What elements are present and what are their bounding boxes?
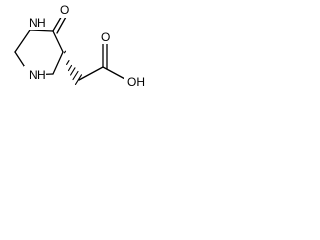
bond-c3-n4 (52, 51, 64, 75)
bond-n1-c2 (29, 29, 54, 32)
label-n-top: N (29, 16, 38, 30)
bond-c6-n1 (14, 29, 31, 53)
chemical-structure: N H O N H O OH (14, 2, 148, 89)
label-h-bottom: H (37, 68, 46, 82)
label-n-bottom: N (29, 68, 38, 82)
label-hydroxyl: OH (127, 75, 145, 89)
bond-ch2-c (78, 66, 104, 81)
bond-c2-c3 (52, 30, 64, 53)
carboxyl-double-bond (102, 41, 108, 70)
atom-labels: N H O N H O OH (24, 2, 148, 89)
label-h-top: H (37, 16, 46, 30)
label-oxo: O (60, 3, 69, 17)
label-carbonyl-o: O (101, 30, 110, 44)
acetic-acid-chain (78, 66, 128, 81)
